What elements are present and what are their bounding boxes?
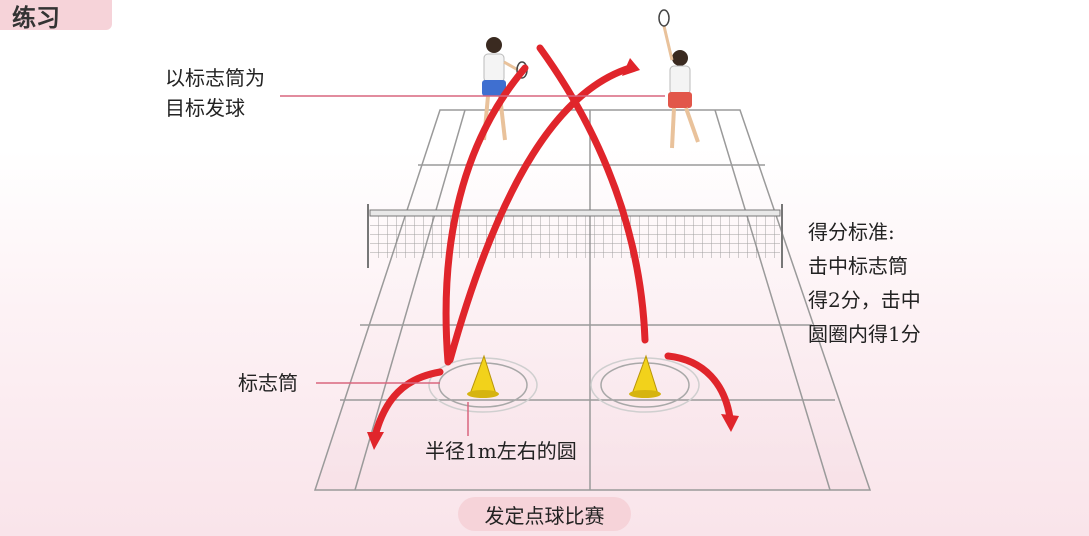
arrowheads (367, 58, 739, 450)
diagram-caption: 发定点球比赛 (458, 497, 631, 531)
leader-lines (280, 95, 665, 436)
court-lines (313, 109, 872, 491)
scoring-rules: 得分标准: 击中标志筒 得2分，击中 圆圈内得1分 (808, 215, 958, 351)
cone-label: 标志筒 (238, 371, 298, 395)
serve-arrows (371, 44, 734, 440)
traffic-cone-icon (467, 354, 499, 398)
target-serve-label: 以标志筒为 目标发球 (165, 63, 265, 123)
volleyball-net-icon (367, 204, 783, 268)
section-tag: 练习 (0, 0, 112, 32)
target-serve-label-line1: 以标志筒为 (165, 66, 265, 90)
scoring-rules-line4: 圆圈内得1分 (808, 322, 921, 346)
diagram-caption-text: 发定点球比赛 (484, 503, 605, 528)
scoring-rules-line2: 击中标志筒 (808, 254, 908, 278)
traffic-cone-icon (629, 354, 661, 398)
target-serve-label-line2: 目标发球 (165, 96, 245, 120)
scoring-rules-line3: 得2分，击中 (808, 288, 921, 312)
section-tag-text: 练习 (12, 3, 60, 32)
circle-label: 半径1m左右的圆 (425, 439, 577, 463)
player-red-icon (658, 9, 700, 149)
scoring-rules-line1: 得分标准: (808, 220, 895, 244)
